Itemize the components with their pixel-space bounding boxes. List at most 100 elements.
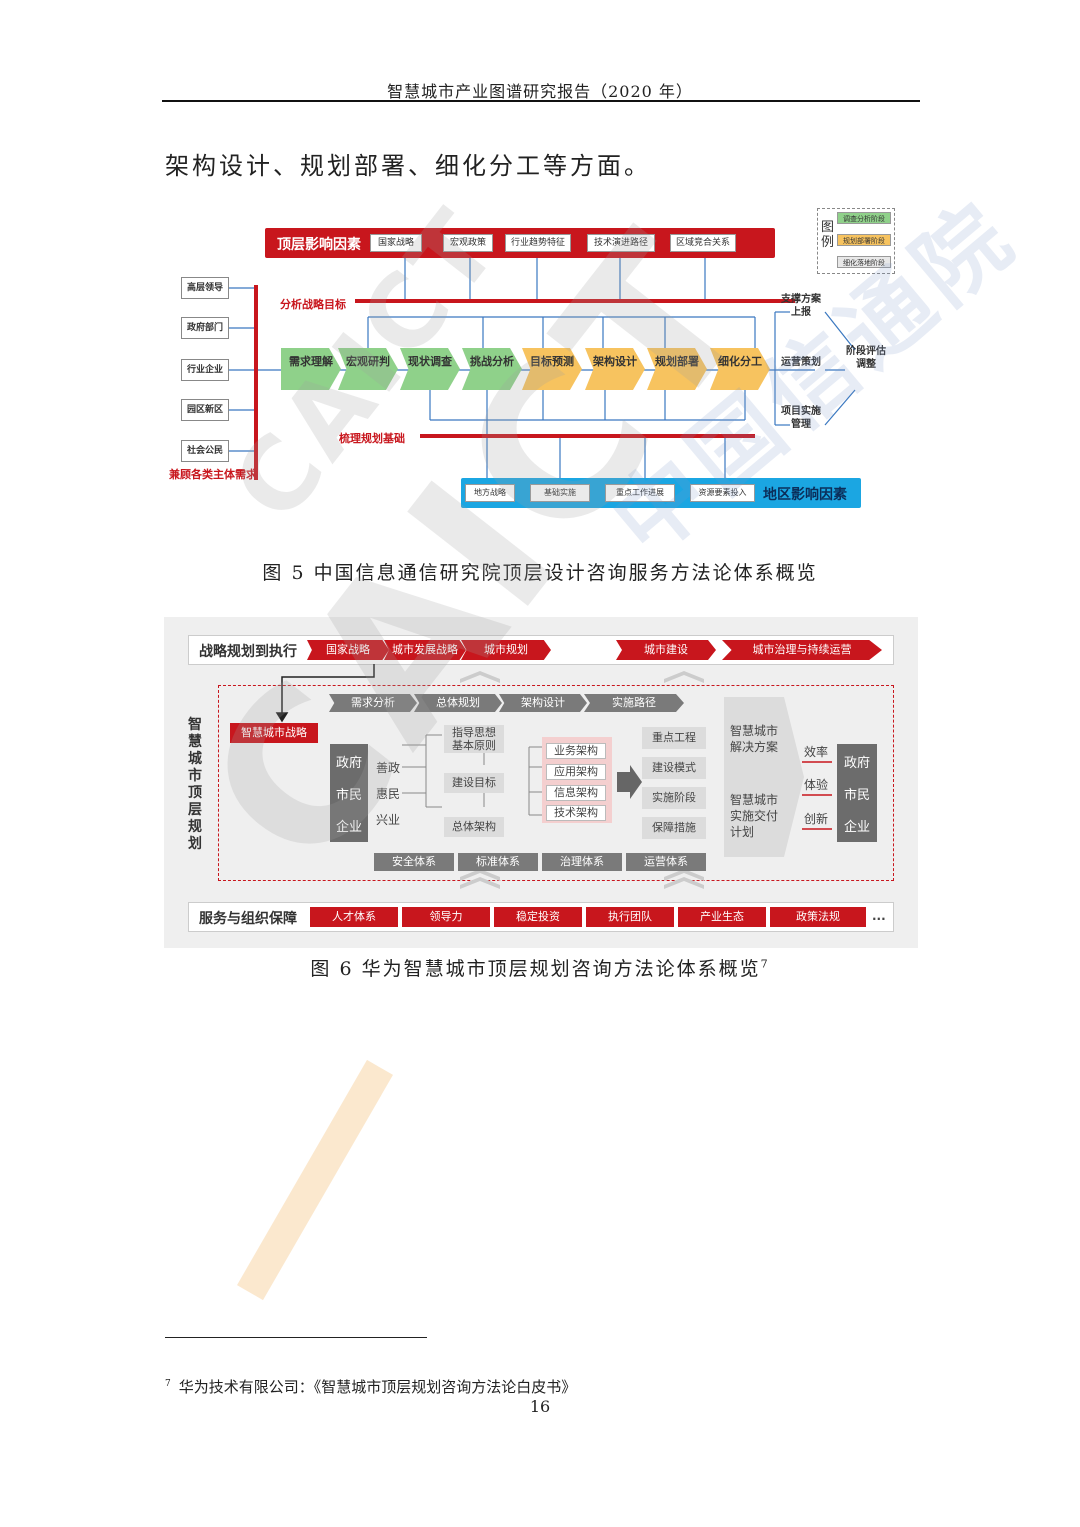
- legend-item: 细化落地阶段: [837, 256, 891, 268]
- process-step: 宏观研判: [338, 348, 398, 390]
- body-paragraph: 架构设计、规划部署、细化分工等方面。: [165, 152, 651, 180]
- system-bar: 治理体系: [542, 853, 622, 871]
- actor-label: 企业: [335, 820, 362, 835]
- top-factor-box: 区域竞合关系: [670, 234, 736, 252]
- stakeholder-box: 行业企业: [181, 359, 229, 381]
- figure-6-caption: 图 6 华为智慧城市顶层规划咨询方法论体系概览7: [160, 954, 920, 981]
- support-item: 产业生态: [678, 907, 766, 927]
- value-label: 惠民: [376, 787, 401, 801]
- benefit-label: 体验: [804, 778, 829, 792]
- footnote: 7 华为技术有限公司：《智慧城市顶层规划咨询方法论白皮书》: [165, 1376, 576, 1397]
- planning-frame: [218, 685, 894, 881]
- legend-item: 调查分析阶段: [837, 212, 891, 224]
- strategy-stage: 城市建设: [616, 640, 716, 660]
- top-factors-title: 顶层影响因素: [277, 237, 361, 253]
- regional-factors-title: 地区影响因素: [763, 487, 847, 503]
- stakeholder-box: 高层领导: [181, 277, 229, 299]
- actors-left: 政府 市民 企业: [330, 744, 368, 842]
- basis-line: [420, 434, 755, 438]
- actor-label: 市民: [335, 788, 362, 803]
- phase-arrow: 架构设计: [499, 694, 587, 712]
- planning-item: 指导思想 基本原则: [444, 725, 504, 753]
- phase-arrow: 需求分析: [329, 694, 417, 712]
- footnote-text: 华为技术有限公司：《智慧城市顶层规划咨询方法论白皮书》: [178, 1378, 577, 1396]
- architecture-item: 业务架构: [546, 743, 606, 759]
- path-item: 保障措施: [642, 817, 706, 839]
- stakeholder-box: 社会公民: [181, 440, 229, 462]
- actors-right: 政府 市民 企业: [837, 744, 877, 842]
- final-step: 阶段评估调整: [846, 346, 886, 370]
- output-item: 运营策划: [781, 357, 821, 368]
- support-item: 人才体系: [310, 907, 398, 927]
- watermark-stripe: [237, 1059, 393, 1301]
- planning-item: 总体架构: [444, 817, 504, 837]
- page-number: 16: [529, 1397, 551, 1416]
- output-item: 支撑方案上报: [781, 294, 821, 318]
- value-label: 兴业: [376, 813, 401, 827]
- support-item: 稳定投资: [494, 907, 582, 927]
- stakeholder-box: 政府部门: [181, 317, 229, 339]
- strategy-stage: 城市治理与持续运营: [722, 640, 882, 660]
- strategy-stage: 城市规划: [461, 640, 551, 660]
- row-label: 战略规划到执行: [199, 644, 297, 660]
- process-step: 现状调查: [400, 348, 460, 390]
- support-item: 政策法规: [770, 907, 866, 927]
- regional-factor-box: 基础实施: [530, 484, 590, 502]
- output-item: 项目实施管理: [781, 406, 821, 430]
- regional-factor-box: 重点工作进展: [605, 484, 675, 502]
- footnote-mark: 7: [165, 1379, 171, 1389]
- system-bar: 标准体系: [458, 853, 538, 871]
- regional-factor-box: 资源要素投入: [690, 484, 755, 502]
- architecture-item: 应用架构: [546, 764, 606, 780]
- support-item: 执行团队: [586, 907, 674, 927]
- architecture-item: 信息架构: [546, 785, 606, 801]
- system-bar: 运营体系: [626, 853, 706, 871]
- figure-6-caption-text: 图 6 华为智慧城市顶层规划咨询方法论体系概览: [310, 958, 761, 980]
- process-step: 目标预测: [522, 348, 582, 390]
- legend-item: 规划部署阶段: [837, 234, 891, 246]
- figure-6-diagram: 战略规划到执行 国家战略 城市发展战略 城市规划 城市建设 城市治理与持续运营 …: [164, 617, 918, 948]
- stakeholder-box: 园区新区: [181, 399, 229, 421]
- actor-label: 政府: [335, 756, 362, 771]
- footnote-ref: 7: [760, 957, 770, 971]
- solution-item: 智慧城市实施交付计划: [730, 793, 779, 839]
- phase-arrow: 实施路径: [584, 694, 684, 712]
- solution-item: 智慧城市解决方案: [730, 724, 779, 754]
- row-label: 服务与组织保障: [199, 911, 297, 927]
- actor-label: 政府: [843, 756, 870, 771]
- process-step: 需求理解: [281, 348, 341, 390]
- top-factor-box: 技术演进路径: [587, 234, 655, 252]
- top-factor-box: 宏观政策: [443, 234, 493, 252]
- regional-factor-box: 地方战略: [465, 484, 515, 502]
- basis-label: 梳理规划基础: [339, 432, 405, 445]
- top-factor-box: 国家战略: [370, 234, 422, 252]
- header-rule: [162, 100, 920, 102]
- process-step: 规划部署: [647, 348, 707, 390]
- top-factor-box: 行业趋势特征: [505, 234, 571, 252]
- figure-5-caption: 图 5 中国信息通信研究院顶层设计咨询服务方法论体系概览: [262, 562, 818, 584]
- figure-6-connectors: [275, 664, 832, 889]
- footnote-rule: [165, 1337, 427, 1338]
- architecture-item: 技术架构: [546, 805, 606, 821]
- process-step: 细化分工: [710, 348, 770, 390]
- legend: [817, 208, 895, 274]
- city-strategy-box: 智慧城市战略: [230, 723, 318, 743]
- support-item: 领导力: [402, 907, 490, 927]
- value-label: 善政: [376, 761, 401, 775]
- more-indicator: ...: [872, 909, 886, 923]
- actor-label: 市民: [843, 788, 870, 803]
- system-bar: 安全体系: [374, 853, 454, 871]
- planning-item: 建设目标: [444, 773, 504, 793]
- vertical-title: 智慧城市顶层规划: [188, 717, 202, 852]
- path-item: 建设模式: [642, 757, 706, 779]
- phase-arrow: 总体规划: [414, 694, 502, 712]
- analysis-line: [355, 299, 795, 303]
- stakeholder-bracket: [254, 285, 258, 480]
- benefit-label: 效率: [804, 745, 829, 759]
- strategy-stage: 国家战略: [307, 640, 389, 660]
- actor-label: 企业: [843, 820, 870, 835]
- path-item: 实施阶段: [642, 787, 706, 809]
- figure-5-diagram: 顶层影响因素 国家战略 宏观政策 行业趋势特征 技术演进路径 区域竞合关系 图例…: [165, 200, 915, 520]
- running-header: 智慧城市产业图谱研究报告（2020 年）: [387, 82, 693, 101]
- process-step: 架构设计: [585, 348, 645, 390]
